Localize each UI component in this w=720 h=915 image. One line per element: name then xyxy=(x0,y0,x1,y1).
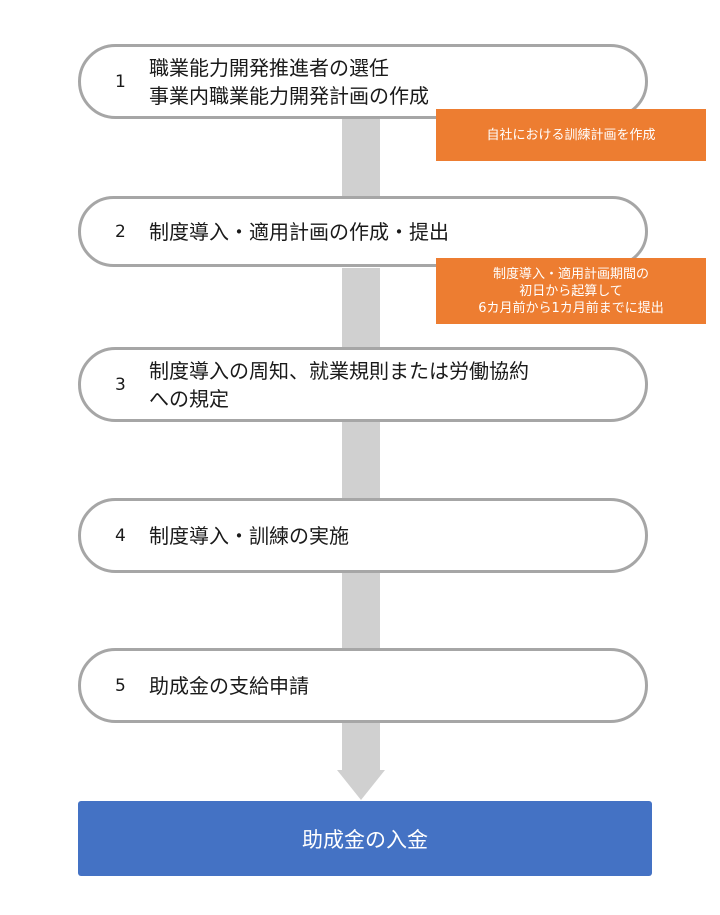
step-3-line-1: 制度導入の周知、就業規則または労働協約 xyxy=(149,358,529,383)
step-4-text: 制度導入・訓練の実施 xyxy=(149,522,629,550)
step-1-line-1: 職業能力開発推進者の選任 xyxy=(149,55,389,80)
final-arrow-head xyxy=(337,770,385,800)
step-1-text: 職業能力開発推進者の選任 事業内職業能力開発計画の作成 xyxy=(149,54,629,110)
step-5-box: 5 助成金の支給申請 xyxy=(78,648,648,723)
step-5-line-1: 助成金の支給申請 xyxy=(149,673,309,698)
connector-3-4 xyxy=(342,420,380,500)
final-label: 助成金の入金 xyxy=(302,827,428,852)
step-3-number: 3 xyxy=(115,374,126,395)
final-payment-box: 助成金の入金 xyxy=(78,801,652,876)
step-2-box: 2 制度導入・適用計画の作成・提出 xyxy=(78,196,648,267)
step-2-line-1: 制度導入・適用計画の作成・提出 xyxy=(149,219,449,244)
note-2-line-3: 6カ月前から1カ月前までに提出 xyxy=(478,300,664,316)
connector-2-3 xyxy=(342,268,380,348)
step-3-text: 制度導入の周知、就業規則または労働協約 への規定 xyxy=(149,357,629,413)
step-2-text: 制度導入・適用計画の作成・提出 xyxy=(149,218,629,246)
step-5-number: 5 xyxy=(115,675,126,696)
step-1-number: 1 xyxy=(115,71,126,92)
step-3-line-2: への規定 xyxy=(149,386,229,411)
connector-4-5 xyxy=(342,572,380,650)
note-training-plan: 自社における訓練計画を作成 xyxy=(436,109,706,161)
step-1-line-2: 事業内職業能力開発計画の作成 xyxy=(149,83,429,108)
note-submission-deadline: 制度導入・適用計画期間の 初日から起算して 6カ月前から1カ月前までに提出 xyxy=(436,258,706,324)
step-2-number: 2 xyxy=(115,221,126,242)
step-4-box: 4 制度導入・訓練の実施 xyxy=(78,498,648,573)
note-2-line-1: 制度導入・適用計画期間の xyxy=(492,266,649,282)
step-3-box: 3 制度導入の周知、就業規則または労働協約 への規定 xyxy=(78,347,648,422)
step-5-text: 助成金の支給申請 xyxy=(149,672,629,700)
connector-5-final xyxy=(342,722,380,772)
connector-1-2 xyxy=(342,118,380,198)
note-1-line-1: 自社における訓練計画を作成 xyxy=(486,127,656,143)
step-4-line-1: 制度導入・訓練の実施 xyxy=(149,523,349,548)
step-4-number: 4 xyxy=(115,525,126,546)
step-1-box: 1 職業能力開発推進者の選任 事業内職業能力開発計画の作成 xyxy=(78,44,648,119)
note-2-line-2: 初日から起算して xyxy=(519,283,623,299)
